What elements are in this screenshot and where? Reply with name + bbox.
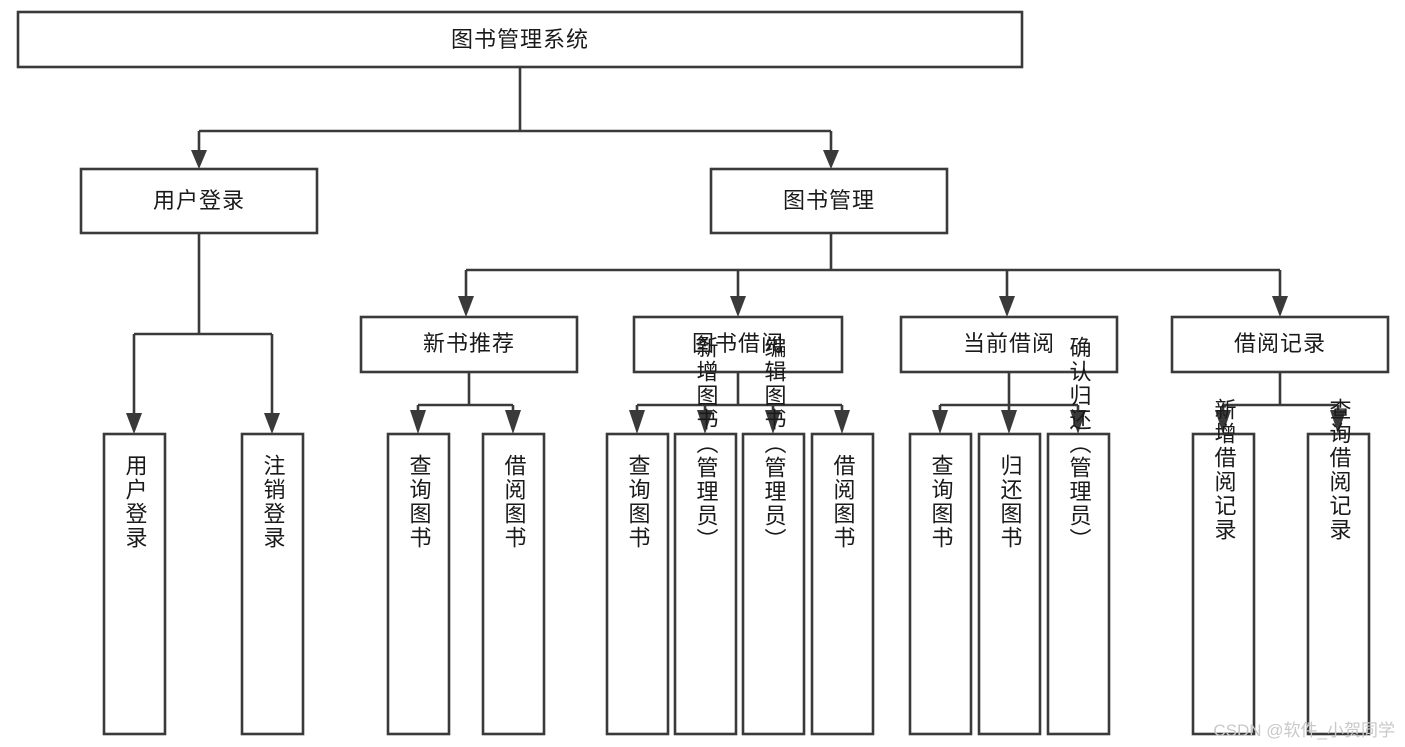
arrowhead-record-leaf1 <box>1215 410 1231 434</box>
node-leaf-confirm-return-admin-label: 确认归还（管理员） <box>1067 336 1092 552</box>
arrowhead-user-login-leaf1 <box>126 413 142 434</box>
node-leaf-borrow-book-rec[interactable]: 借阅图书 <box>481 432 546 736</box>
node-leaf-confirm-return-admin-box[interactable] <box>1046 432 1111 736</box>
node-new-book-recommendation-label: 新书推荐 <box>423 331 515 356</box>
arrowhead-root-to-book-mgmt <box>823 150 839 169</box>
node-new-book-recommendation[interactable]: 新书推荐 <box>359 315 579 374</box>
node-leaf-query-borrow-record[interactable]: 查询借阅记录 <box>1306 398 1371 736</box>
node-leaf-add-book-admin-label: 新增图书（管理员） <box>694 336 719 552</box>
node-leaf-query-book-rec[interactable]: 查询图书 <box>386 432 451 736</box>
node-leaf-user-login-box[interactable] <box>102 432 167 736</box>
node-leaf-edit-book-admin[interactable]: 编辑图书（管理员） <box>741 336 806 736</box>
arrowhead-book-mgmt-c4 <box>1272 296 1288 317</box>
connector-layer <box>126 67 1346 434</box>
node-root-label: 图书管理系统 <box>451 27 589 52</box>
node-leaf-query-borrow-record-label: 查询借阅记录 <box>1327 398 1352 542</box>
node-leaf-add-book-admin-box[interactable] <box>673 432 738 736</box>
node-user-login[interactable]: 用户登录 <box>79 167 319 235</box>
node-user-login-label: 用户登录 <box>153 188 245 213</box>
node-leaf-borrow-book-rec-box[interactable] <box>481 432 546 736</box>
arrowhead-current-leaf2 <box>1001 410 1017 434</box>
node-leaf-borrow-book-box[interactable] <box>810 432 875 736</box>
node-leaf-query-book-current[interactable]: 查询图书 <box>908 432 973 736</box>
node-current-borrow-box[interactable] <box>899 315 1119 374</box>
arrowhead-borrow-leaf1 <box>629 410 645 434</box>
node-leaf-add-borrow-record-box[interactable] <box>1191 432 1256 736</box>
node-leaf-edit-book-admin-label: 编辑图书（管理员） <box>762 336 787 552</box>
node-leaf-logout[interactable]: 注销登录 <box>240 432 305 736</box>
arrowhead-root-to-user-login <box>191 150 207 169</box>
arrowhead-current-leaf1 <box>932 410 948 434</box>
arrowhead-new-book-leaf2 <box>505 410 521 434</box>
arrowhead-current-leaf3 <box>1070 410 1086 434</box>
arrowhead-book-mgmt-c2 <box>730 296 746 317</box>
node-leaf-query-book-borrow-label: 查询图书 <box>626 454 651 550</box>
node-leaf-query-borrow-record-box[interactable] <box>1306 432 1371 736</box>
node-leaf-return-book-box[interactable] <box>977 432 1042 736</box>
node-current-borrow-label: 当前借阅 <box>963 331 1055 356</box>
node-book-borrow-box[interactable] <box>632 315 844 374</box>
node-book-management-box[interactable] <box>709 167 949 235</box>
node-leaf-add-borrow-record-label: 新增借阅记录 <box>1212 398 1237 542</box>
node-leaf-confirm-return-admin[interactable]: 确认归还（管理员） <box>1046 336 1111 736</box>
arrowhead-borrow-leaf4 <box>834 410 850 434</box>
node-leaf-borrow-book-label: 借阅图书 <box>831 454 856 550</box>
node-leaf-query-book-current-label: 查询图书 <box>929 454 954 550</box>
node-user-login-box[interactable] <box>79 167 319 235</box>
node-root-book-management-system[interactable]: 图书管理系统 <box>16 10 1024 69</box>
node-book-borrow-label: 图书借阅 <box>692 331 784 356</box>
node-leaf-edit-book-admin-box[interactable] <box>741 432 806 736</box>
arrowhead-book-mgmt-c1 <box>458 296 474 317</box>
node-leaf-query-book-current-box[interactable] <box>908 432 973 736</box>
arrowhead-record-leaf2 <box>1330 410 1346 434</box>
node-current-borrow[interactable]: 当前借阅 <box>899 315 1119 374</box>
node-leaf-query-book-borrow[interactable]: 查询图书 <box>605 432 670 736</box>
node-leaf-user-login-label: 用户登录 <box>123 454 148 550</box>
arrowhead-borrow-leaf3 <box>765 410 781 434</box>
node-leaf-return-book-label: 归还图书 <box>998 454 1023 550</box>
node-root-box[interactable] <box>16 10 1024 69</box>
node-borrow-record-label: 借阅记录 <box>1234 331 1326 356</box>
node-new-book-recommendation-box[interactable] <box>359 315 579 374</box>
node-leaf-query-book-borrow-box[interactable] <box>605 432 670 736</box>
node-leaf-add-borrow-record[interactable]: 新增借阅记录 <box>1191 398 1256 736</box>
node-book-management[interactable]: 图书管理 <box>709 167 949 235</box>
node-leaf-add-book-admin[interactable]: 新增图书（管理员） <box>673 336 738 736</box>
node-borrow-record-box[interactable] <box>1170 315 1390 374</box>
node-leaf-logout-box[interactable] <box>240 432 305 736</box>
node-borrow-record[interactable]: 借阅记录 <box>1170 315 1390 374</box>
node-book-borrow[interactable]: 图书借阅 <box>632 315 844 374</box>
arrowhead-borrow-leaf2 <box>697 410 713 434</box>
node-leaf-query-book-rec-box[interactable] <box>386 432 451 736</box>
node-book-management-label: 图书管理 <box>783 188 875 213</box>
arrowhead-new-book-leaf1 <box>410 410 426 434</box>
node-leaf-logout-label: 注销登录 <box>261 454 286 550</box>
arrowhead-user-login-leaf2 <box>264 413 280 434</box>
node-leaf-user-login[interactable]: 用户登录 <box>102 432 167 736</box>
arrowhead-book-mgmt-c3 <box>999 296 1015 317</box>
node-leaf-return-book[interactable]: 归还图书 <box>977 432 1042 736</box>
node-leaf-borrow-book-rec-label: 借阅图书 <box>502 454 527 550</box>
node-leaf-query-book-rec-label: 查询图书 <box>407 454 432 550</box>
node-leaf-borrow-book[interactable]: 借阅图书 <box>810 432 875 736</box>
